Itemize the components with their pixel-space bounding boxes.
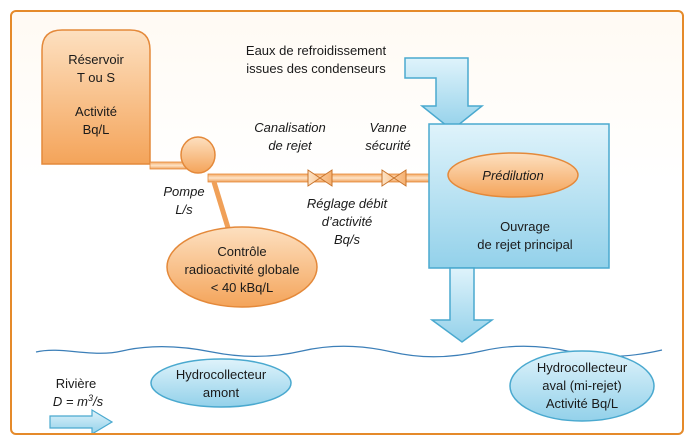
canalisation-label-1: Canalisation (254, 120, 326, 135)
canalisation-label-2: de rejet (268, 138, 313, 153)
predilution: Prédilution (447, 152, 579, 198)
hydro-aval-label-3: Activité Bq/L (546, 396, 618, 411)
cooling-water-label-2: issues des condenseurs (246, 61, 386, 76)
river-flow-arrow (49, 408, 114, 433)
controle-label-1: Contrôle (217, 244, 266, 259)
hydro-aval-label-2: aval (mi-rejet) (542, 378, 621, 393)
ouvrage-label-1: Ouvrage (500, 219, 550, 234)
reservoir-label-4: Bq/L (83, 122, 110, 137)
downstream-hydrocollector: Hydrocollecteur aval (mi-rejet) Activité… (509, 350, 655, 422)
reglage-label-1: Réglage débit (307, 196, 389, 211)
reservoir: Réservoir T ou S Activité Bq/L (41, 29, 151, 165)
river-surface (35, 345, 663, 358)
riviere-label: Rivière (56, 376, 96, 391)
reservoir-label-1: Réservoir (68, 52, 124, 67)
controle-label-2: radioactivité globale (185, 262, 300, 277)
reservoir-label-3: Activité (75, 104, 117, 119)
pump-icon (180, 136, 216, 174)
pompe-label-2: L/s (175, 202, 193, 217)
discharge-diagram: Réservoir T ou S Activité Bq/L Eaux de r… (35, 29, 663, 433)
reservoir-label-2: T ou S (77, 70, 115, 85)
controle-label-3: < 40 kBq/L (211, 280, 274, 295)
hydro-amont-label-2: amont (203, 385, 240, 400)
vanne-label-1: Vanne (369, 120, 406, 135)
ouvrage-label-2: de rejet principal (477, 237, 572, 252)
valve-icon (381, 169, 407, 187)
cooling-water-arrow (404, 57, 485, 131)
global-radioactivity-control: Contrôle radioactivité globale < 40 kBq/… (166, 226, 318, 308)
predilution-label: Prédilution (482, 168, 543, 183)
hydro-amont-label-1: Hydrocollecteur (176, 367, 267, 382)
diagram-frame: Réservoir T ou S Activité Bq/L Eaux de r… (10, 10, 684, 435)
upstream-hydrocollector: Hydrocollecteur amont (150, 358, 292, 408)
pompe-label-1: Pompe (163, 184, 204, 199)
discharge-down-arrow (429, 267, 495, 343)
riviere-flow-label: D = m3/s (53, 393, 104, 409)
hydro-aval-label-1: Hydrocollecteur (537, 360, 628, 375)
reglage-label-2: d’activité (322, 214, 373, 229)
cooling-water-label-1: Eaux de refroidissement (246, 43, 387, 58)
valve-icon (307, 169, 333, 187)
reglage-label-3: Bq/s (334, 232, 361, 247)
vanne-label-2: sécurité (365, 138, 411, 153)
